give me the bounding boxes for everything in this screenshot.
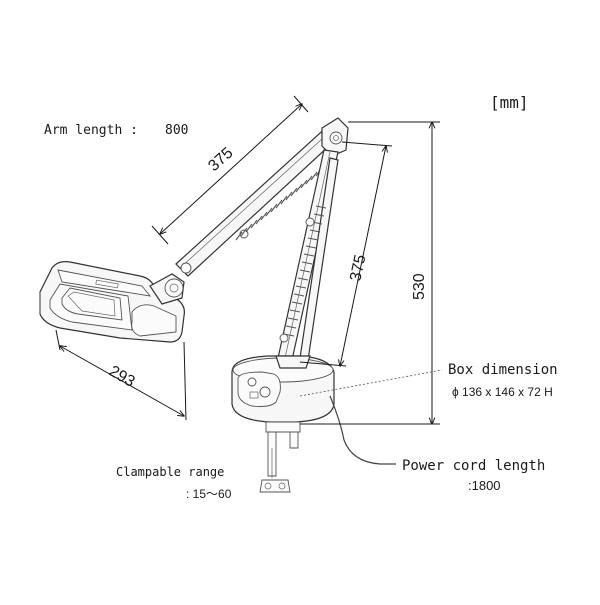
box-dimension-label: Box dimension [448, 362, 558, 378]
label-height: 530 [411, 273, 428, 300]
clamp [259, 421, 301, 493]
clamp-range-label: Clampable range [116, 465, 224, 479]
dim-head-width [55, 329, 187, 421]
lower-arm [277, 149, 339, 361]
arm-length-value: 800 [165, 123, 188, 138]
box-dimension-leader [299, 369, 443, 397]
clamp-range-value: : 15～60 [186, 487, 232, 501]
magnifier-head [39, 261, 185, 343]
power-cord [329, 395, 396, 465]
arm-length-label: Arm length : [44, 123, 138, 138]
label-lower-arm: 375 [347, 253, 369, 283]
power-cord-value: :1800 [468, 478, 501, 493]
power-cord-label: Power cord length [402, 458, 545, 474]
units-label: [mm] [490, 93, 529, 112]
label-upper-arm: 375 [205, 144, 236, 175]
head-joint [149, 273, 185, 305]
dim-height [300, 122, 440, 424]
base-box [231, 355, 335, 423]
dim-lower-arm [299, 141, 393, 366]
box-dimension-value: ϕ 136 x 146 x 72 H [452, 385, 553, 399]
dim-upper-arm [151, 95, 309, 245]
